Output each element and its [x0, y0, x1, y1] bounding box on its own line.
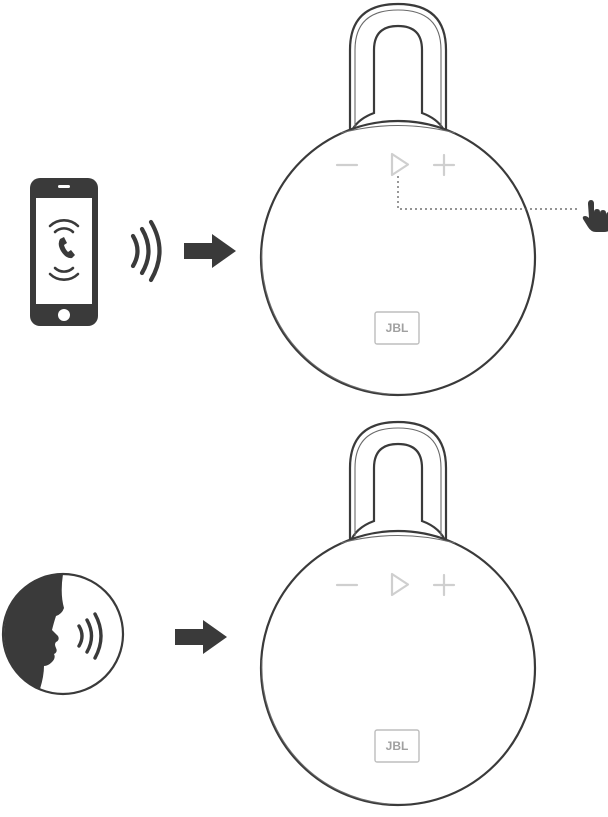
jbl-logo: JBL — [375, 312, 419, 344]
pressing-hand-icon — [583, 200, 608, 232]
arrow-right-icon — [175, 620, 227, 654]
phone-icon — [30, 178, 98, 326]
speaking-head-icon — [3, 574, 123, 694]
diagram-panel-voice: JBL — [0, 408, 608, 817]
arrow-right-icon — [184, 234, 236, 268]
sound-waves-icon — [133, 222, 160, 280]
diagram-panel-phone-call: JBL — [0, 0, 608, 408]
panel-bottom-graphics — [0, 408, 608, 817]
jbl-logo: JBL — [375, 730, 419, 762]
panel-top-graphics — [0, 0, 608, 408]
